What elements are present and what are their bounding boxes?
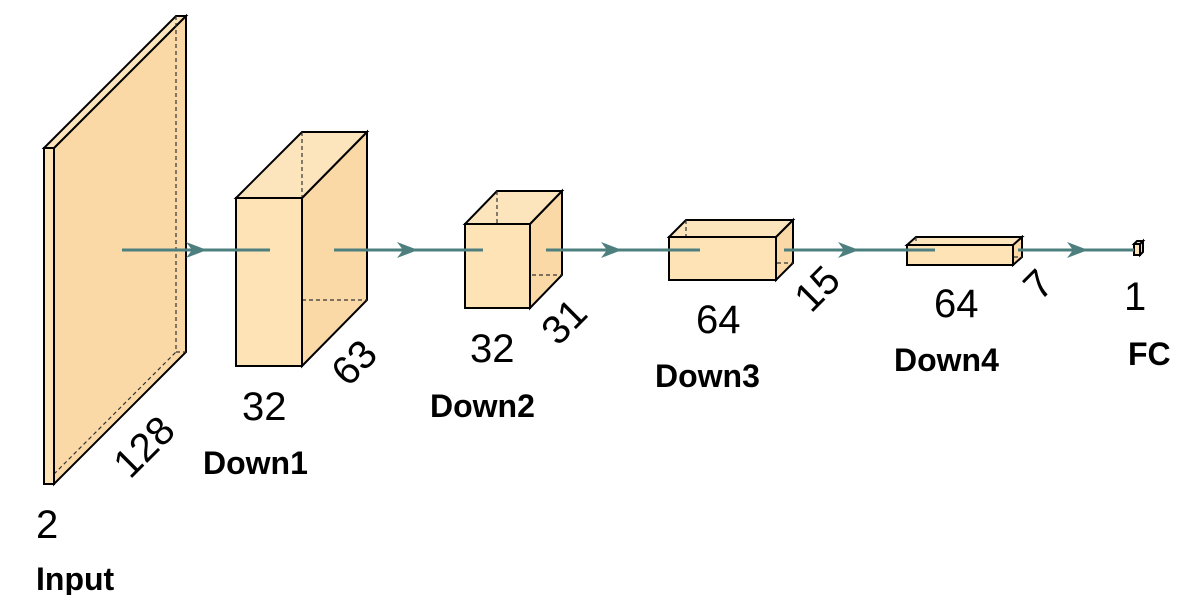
down4-height-label: 7 [1015,262,1062,309]
down1-block-front [235,197,303,367]
arrow-down4-fc [1018,242,1134,258]
down1-height-label: 63 [323,332,386,395]
down2-name-label: Down2 [430,388,535,424]
fc-block [1131,238,1146,258]
down4-name-label: Down4 [894,342,999,378]
down4-block-top [904,236,1025,246]
down4-width-label: 64 [934,282,979,326]
down2-width-label: 32 [470,327,515,371]
flow-arrows [122,242,1134,258]
input-block-front [43,147,55,485]
down3-block-top [666,219,796,238]
down2-block [462,188,565,311]
down3-height-label: 15 [786,258,849,321]
down2-block-front [464,223,531,309]
down3-block [666,217,796,283]
down3-name-label: Down3 [655,358,760,394]
down1-name-label: Down1 [203,445,308,481]
arrow-down3-down4 [784,242,935,258]
fc-name-label: FC [1128,336,1171,372]
fc-size-label: 1 [1124,275,1146,319]
down1-width-label: 32 [242,385,287,429]
arrow-input-down1 [122,242,270,258]
input-name-label: Input [36,561,115,595]
fc-block-front [1133,243,1141,256]
down2-height-label: 31 [533,291,596,354]
arrow-down2-down3 [546,242,700,258]
arrow-down1-down2 [334,242,483,258]
down3-block-front [668,236,777,281]
input-depth-label: 2 [36,503,58,547]
down4-block-front [906,244,1014,266]
down3-width-label: 64 [696,298,741,342]
input-block [41,13,189,487]
